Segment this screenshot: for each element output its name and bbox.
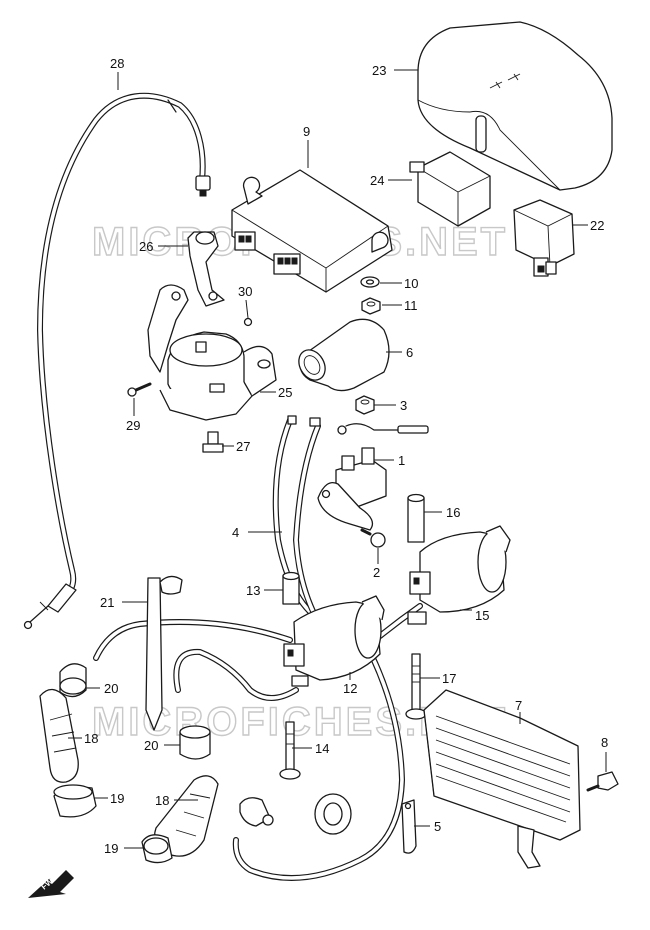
part-19-cover-right bbox=[141, 834, 173, 864]
part-9-cdi-unit bbox=[231, 169, 393, 293]
part-24-relay bbox=[409, 151, 491, 227]
part-14-bolt bbox=[279, 721, 301, 780]
fwd-arrow-icon: FWD bbox=[28, 870, 74, 898]
part-22-starter-relay bbox=[513, 199, 575, 277]
callout-22: 22 bbox=[590, 218, 604, 233]
callout-27: 27 bbox=[236, 439, 250, 454]
part-7-regulator bbox=[423, 689, 581, 869]
callout-2: 2 bbox=[373, 565, 380, 580]
leader-lines bbox=[68, 69, 607, 849]
callout-20-upper: 20 bbox=[104, 681, 118, 696]
part-11-nut bbox=[361, 297, 381, 315]
callout-4: 4 bbox=[232, 525, 239, 540]
callout-18-right: 18 bbox=[155, 793, 169, 808]
callout-17: 17 bbox=[442, 671, 456, 686]
callout-11: 11 bbox=[404, 298, 418, 313]
callout-6: 6 bbox=[406, 345, 413, 360]
callout-1: 1 bbox=[398, 453, 405, 468]
callout-18-left: 18 bbox=[84, 731, 98, 746]
part-20-cap-lower bbox=[179, 725, 211, 760]
harness-connector-left bbox=[239, 797, 274, 827]
part-30-screw bbox=[243, 317, 253, 327]
callout-10: 10 bbox=[404, 276, 418, 291]
part-23-cover bbox=[417, 21, 613, 191]
part-21-plug-cord bbox=[93, 575, 299, 731]
part-6-cap bbox=[298, 318, 390, 392]
part-12-ignition-coil bbox=[283, 595, 385, 687]
callout-5: 5 bbox=[434, 819, 441, 834]
part-10-washer bbox=[360, 276, 380, 288]
part-26-clamp bbox=[187, 231, 225, 307]
callout-13: 13 bbox=[246, 583, 260, 598]
callout-14: 14 bbox=[315, 741, 329, 756]
part-2-bolt bbox=[360, 528, 386, 548]
callout-23: 23 bbox=[372, 63, 386, 78]
callout-26: 26 bbox=[139, 239, 153, 254]
part-20-cap-upper bbox=[59, 663, 87, 698]
callout-25: 25 bbox=[278, 385, 292, 400]
part-16-collar bbox=[407, 493, 425, 543]
callout-3: 3 bbox=[400, 398, 407, 413]
callout-12: 12 bbox=[343, 681, 357, 696]
callout-9: 9 bbox=[303, 124, 310, 139]
callout-8: 8 bbox=[601, 735, 608, 750]
callout-24: 24 bbox=[370, 173, 384, 188]
part-3-nut bbox=[355, 395, 375, 415]
callout-28: 28 bbox=[110, 56, 124, 71]
part-18-boot-left bbox=[39, 688, 79, 783]
part-28-cable bbox=[23, 92, 211, 630]
callout-21: 21 bbox=[100, 595, 114, 610]
part-25-horn bbox=[147, 284, 277, 421]
callout-20-lower: 20 bbox=[144, 738, 158, 753]
harness-connector-right bbox=[314, 793, 352, 835]
callout-30: 30 bbox=[238, 284, 252, 299]
part-13-collar bbox=[282, 571, 300, 605]
callout-labels: 28 23 9 24 22 26 10 11 30 6 25 29 3 27 1… bbox=[84, 56, 608, 856]
callout-19-left: 19 bbox=[110, 791, 124, 806]
part-29-bolt bbox=[127, 382, 152, 397]
part-5-clamp bbox=[401, 799, 417, 854]
callout-29: 29 bbox=[126, 418, 140, 433]
part-8-bolt bbox=[586, 771, 619, 792]
callout-19-right: 19 bbox=[104, 841, 118, 856]
part-27-bolt bbox=[202, 431, 224, 453]
callout-16: 16 bbox=[446, 505, 460, 520]
part-1-solenoid bbox=[317, 423, 429, 531]
callout-15: 15 bbox=[475, 608, 489, 623]
part-4-harness bbox=[232, 415, 405, 881]
callout-7: 7 bbox=[515, 698, 522, 713]
part-19-cover-left bbox=[53, 784, 97, 818]
part-17-bolt bbox=[405, 653, 427, 720]
